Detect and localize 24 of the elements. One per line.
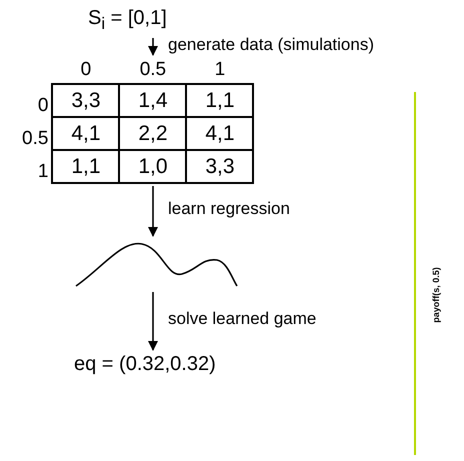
payoff-cell: 3,3 — [52, 84, 120, 117]
column-header: 0.5 — [119, 57, 186, 84]
column-header: 1 — [186, 57, 254, 84]
payoff-cell: 1,1 — [52, 150, 120, 183]
payoff-cell: 1,0 — [119, 150, 186, 183]
arrow — [148, 292, 158, 351]
row-header: 0.5 — [22, 117, 52, 150]
column-header: 0 — [52, 57, 120, 84]
row-header: 0 — [22, 84, 52, 117]
edge-label: generate data (simulations) — [168, 34, 374, 54]
payoff-cell: 4,1 — [52, 117, 120, 150]
equilibrium-label: eq = (0.32,0.32) — [74, 352, 216, 376]
payoff-cell: 4,1 — [186, 117, 254, 150]
payoff-cell: 1,4 — [119, 84, 186, 117]
set-label: S$_{i}$ = [0,1] — [88, 6, 167, 36]
payoff-cell: 2,2 — [119, 117, 186, 150]
arrow — [148, 38, 158, 56]
arrow — [148, 186, 158, 237]
axis-label: payoff(s, 0.5) — [430, 267, 441, 323]
row-header: 1 — [22, 150, 52, 183]
edge-label: learn regression — [168, 199, 290, 219]
payoff-cell: 1,1 — [186, 84, 254, 117]
edge-label: solve learned game — [168, 309, 316, 329]
payoff-cell: 3,3 — [186, 150, 254, 183]
